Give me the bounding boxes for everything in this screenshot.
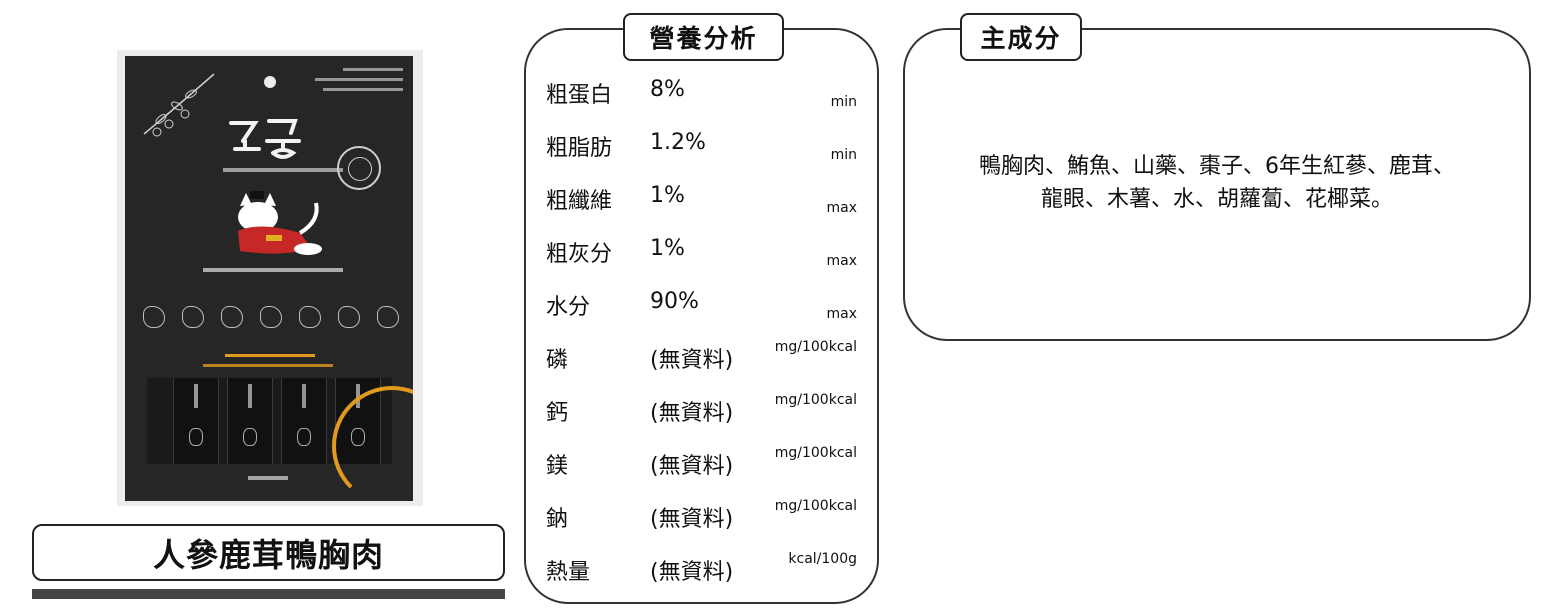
ingredient-icon bbox=[260, 306, 282, 328]
ingredients-text: 鴨胸肉、鮪魚、山藥、棗子、6年生紅蔘、鹿茸、 龍眼、木薯、水、胡蘿蔔、花椰菜。 bbox=[903, 150, 1531, 216]
nutrition-row: 磷 (無資料) mg/100kcal bbox=[524, 330, 879, 383]
stick-pack bbox=[281, 378, 327, 464]
stick-pack bbox=[173, 378, 219, 464]
product-name: 人參鹿茸鴨胸肉 bbox=[152, 535, 384, 574]
nutrition-row: 水分 90% max bbox=[524, 277, 879, 330]
nutrient-value: (無資料) bbox=[650, 454, 734, 479]
nutrition-row: 粗纖維 1% max bbox=[524, 171, 879, 224]
nutrient-value: 1% bbox=[650, 236, 685, 261]
hang-hole bbox=[264, 76, 276, 88]
ingredients-title: 主成分 bbox=[960, 13, 1082, 61]
nutrition-table: 粗蛋白 8% min 粗脂肪 1.2% min 粗纖維 1% max 粗灰分 1… bbox=[524, 65, 879, 595]
nutrient-value: 1% bbox=[650, 183, 685, 208]
tagline-text bbox=[223, 168, 343, 172]
orange-caption bbox=[225, 354, 315, 357]
nutrient-value: (無資料) bbox=[650, 507, 734, 532]
nutrition-title: 營養分析 bbox=[623, 13, 784, 61]
branch-illustration-icon bbox=[143, 73, 215, 137]
package-bottom-text bbox=[248, 476, 288, 480]
ingredient-icon bbox=[299, 306, 321, 328]
ingredient-icon bbox=[182, 306, 204, 328]
nutrient-unit: mg/100kcal bbox=[774, 392, 857, 408]
ingredient-icon bbox=[338, 306, 360, 328]
stamp-icon bbox=[337, 146, 381, 190]
nutrition-row: 鈉 (無資料) mg/100kcal bbox=[524, 489, 879, 542]
name-underline-bar bbox=[32, 589, 505, 599]
nutrition-row: 粗脂肪 1.2% min bbox=[524, 118, 879, 171]
nutrient-unit: max bbox=[826, 306, 857, 322]
ingredients-panel bbox=[903, 28, 1531, 341]
nutrient-unit: mg/100kcal bbox=[774, 498, 857, 514]
nutrient-unit: kcal/100g bbox=[788, 551, 857, 567]
nutrient-name: 熱量 bbox=[546, 560, 591, 585]
nutrient-unit: mg/100kcal bbox=[774, 445, 857, 461]
slogan-text bbox=[203, 268, 343, 272]
brand-logo-icon bbox=[225, 111, 305, 171]
ingredient-icon bbox=[143, 306, 165, 328]
nutrition-row: 鎂 (無資料) mg/100kcal bbox=[524, 436, 879, 489]
nutrient-unit: min bbox=[830, 147, 857, 163]
nutrient-name: 鎂 bbox=[546, 454, 569, 479]
nutrient-name: 水分 bbox=[546, 295, 591, 320]
nutrient-unit: max bbox=[826, 200, 857, 216]
nutrient-name: 磷 bbox=[546, 348, 569, 373]
nutrient-name: 粗蛋白 bbox=[546, 83, 613, 108]
nutrient-name: 粗纖維 bbox=[546, 189, 613, 214]
orange-arc-decoration bbox=[332, 386, 413, 501]
nutrition-row: 粗蛋白 8% min bbox=[524, 65, 879, 118]
orange-caption bbox=[203, 364, 333, 367]
nutrition-row: 鈣 (無資料) mg/100kcal bbox=[524, 383, 879, 436]
ingredient-icon bbox=[377, 306, 399, 328]
nutrient-value: (無資料) bbox=[650, 401, 734, 426]
ingredients-line: 鴨胸肉、鮪魚、山藥、棗子、6年生紅蔘、鹿茸、 bbox=[979, 154, 1455, 179]
package-info-text bbox=[309, 68, 403, 98]
nutrient-name: 鈣 bbox=[546, 401, 569, 426]
cat-mascot-icon bbox=[238, 191, 322, 255]
nutrient-value: (無資料) bbox=[650, 348, 734, 373]
ingredient-icon bbox=[221, 306, 243, 328]
ingredient-icons-row bbox=[143, 306, 399, 328]
nutrient-unit: min bbox=[830, 94, 857, 110]
product-name-box: 人參鹿茸鴨胸肉 bbox=[32, 524, 505, 581]
nutrient-unit: max bbox=[826, 253, 857, 269]
ingredients-line: 龍眼、木薯、水、胡蘿蔔、花椰菜。 bbox=[1040, 187, 1393, 212]
nutrient-unit: mg/100kcal bbox=[774, 339, 857, 355]
nutrient-value: (無資料) bbox=[650, 560, 734, 585]
nutrition-panel bbox=[524, 28, 879, 604]
stick-pack bbox=[227, 378, 273, 464]
product-package-icon bbox=[125, 56, 413, 501]
nutrient-name: 粗脂肪 bbox=[546, 136, 613, 161]
nutrient-value: 8% bbox=[650, 77, 685, 102]
nutrient-value: 90% bbox=[650, 289, 699, 314]
nutrient-name: 粗灰分 bbox=[546, 242, 613, 267]
nutrient-value: 1.2% bbox=[650, 130, 706, 155]
nutrition-row: 粗灰分 1% max bbox=[524, 224, 879, 277]
nutrition-row: 熱量 (無資料) kcal/100g bbox=[524, 542, 879, 595]
nutrient-name: 鈉 bbox=[546, 507, 569, 532]
